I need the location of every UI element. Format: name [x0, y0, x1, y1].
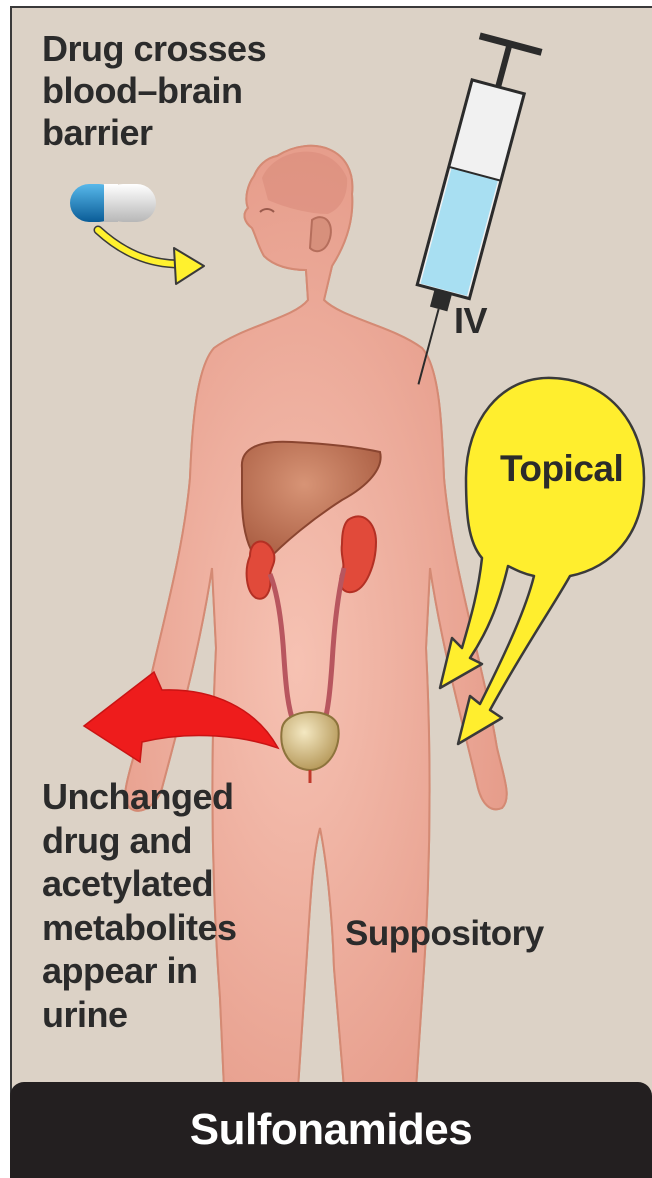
label-line: Unchanged [42, 775, 237, 819]
footer-bar: Sulfonamides [10, 1082, 652, 1178]
bladder [281, 712, 338, 770]
label-line: Drug crosses [42, 28, 266, 70]
red-curved-arrow-icon [84, 672, 278, 762]
label-line: acetylated [42, 862, 237, 906]
label-line: blood–brain [42, 70, 266, 112]
label-line: drug and [42, 819, 237, 863]
label-line: urine [42, 993, 237, 1037]
excretion-label: Unchanged drug and acetylated metabolite… [42, 775, 237, 1036]
right-kidney [340, 516, 376, 592]
yellow-arrow-icon [98, 230, 204, 284]
blood-brain-barrier-label: Drug crosses blood–brain barrier [42, 28, 266, 154]
footer-title: Sulfonamides [190, 1105, 473, 1155]
label-line: appear in [42, 949, 237, 993]
label-line: barrier [42, 112, 266, 154]
left-ureter [270, 574, 294, 724]
suppository-label: Suppository [345, 914, 544, 954]
right-ureter [324, 568, 344, 724]
capsule-icon [70, 184, 156, 222]
diagram-panel: Drug crosses blood–brain barrier IV Topi… [10, 6, 652, 1178]
topical-label: Topical [500, 448, 623, 490]
iv-label: IV [454, 301, 487, 341]
topical-callout [440, 378, 644, 744]
label-line: metabolites [42, 906, 237, 950]
left-kidney [247, 541, 275, 598]
